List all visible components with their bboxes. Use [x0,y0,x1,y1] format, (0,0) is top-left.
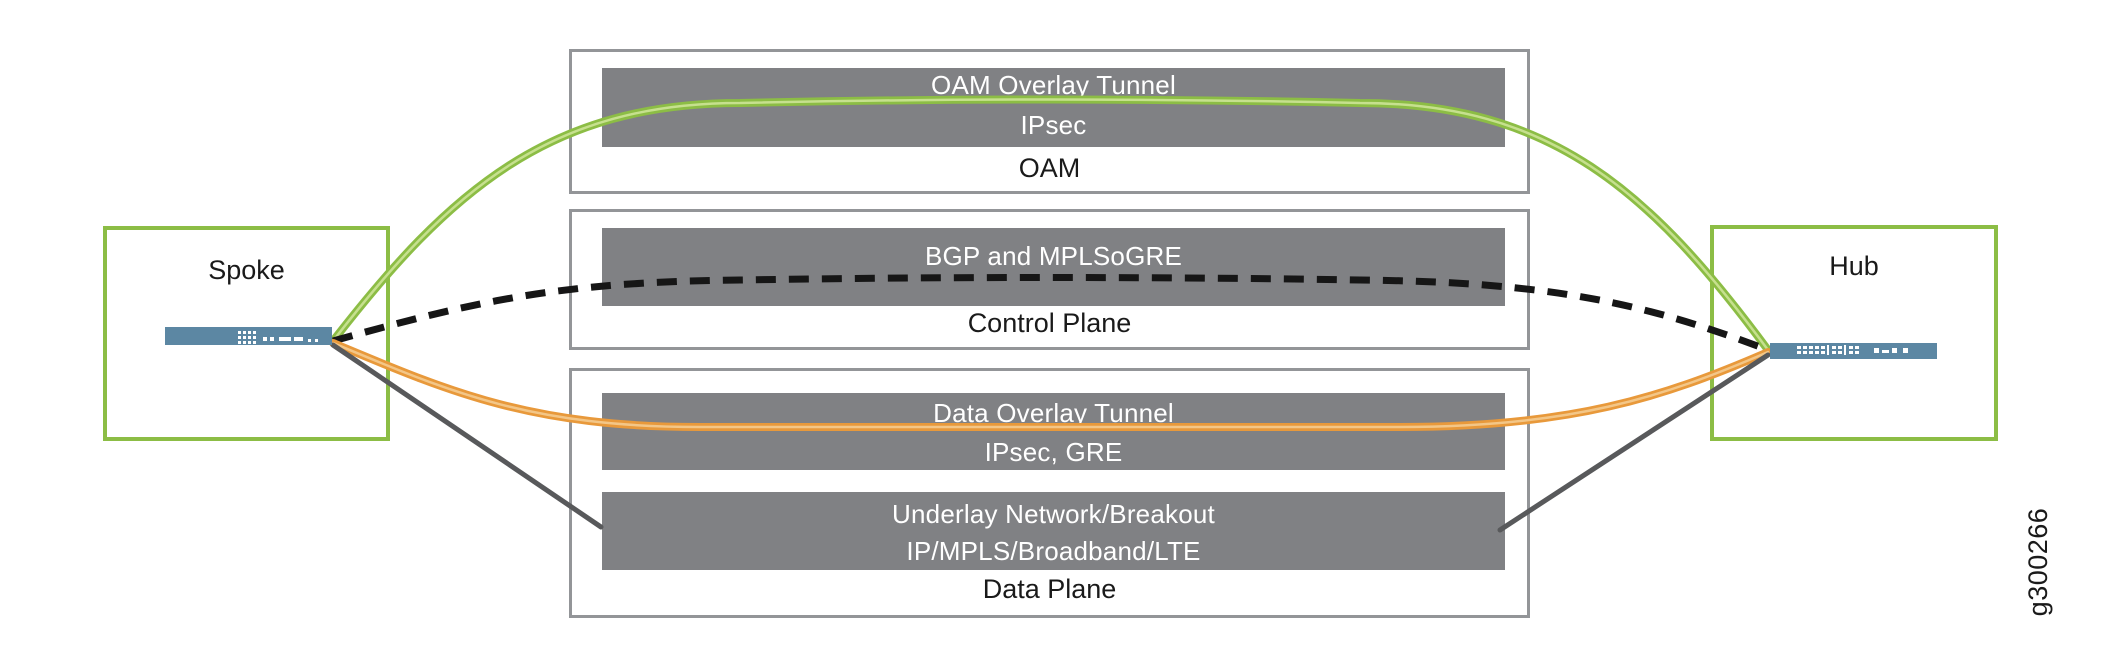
hub-box: Hub [1710,225,1998,441]
oam-overlay-tunnel-name: OAM Overlay Tunnel [931,70,1176,100]
oam-plane-title: OAM [1018,153,1081,183]
spoke-box: Spoke [103,226,390,441]
control-plane-box: BGP and MPLSoGRE Control Plane [569,209,1530,350]
underlay-network-name: Underlay Network/Breakout [892,499,1215,529]
data-overlay-tunnel-name: Data Overlay Tunnel [933,398,1174,428]
hub-label: Hub [1829,251,1879,281]
control-plane-title: Control Plane [967,308,1132,338]
control-plane-tunnel-box: BGP and MPLSoGRE [602,228,1505,306]
figure-id: g300266 [2023,507,2053,617]
data-plane-title: Data Plane [982,574,1117,604]
oam-overlay-tunnel-box: OAM Overlay Tunnel IPsec [602,68,1505,147]
underlay-network-box: Underlay Network/Breakout IP/MPLS/Broadb… [602,492,1505,570]
spoke-label: Spoke [208,255,285,285]
oam-overlay-tunnel-protocols: IPsec [1020,110,1087,140]
data-overlay-tunnel-protocols: IPsec, GRE [984,437,1123,467]
control-plane-tunnel-name: BGP and MPLSoGRE [924,241,1183,271]
data-overlay-tunnel-box: Data Overlay Tunnel IPsec, GRE [602,393,1505,470]
oam-plane-box: OAM Overlay Tunnel IPsec OAM [569,49,1530,194]
data-plane-box: Data Overlay Tunnel IPsec, GRE Underlay … [569,368,1530,618]
underlay-network-protocols: IP/MPLS/Broadband/LTE [906,536,1201,566]
